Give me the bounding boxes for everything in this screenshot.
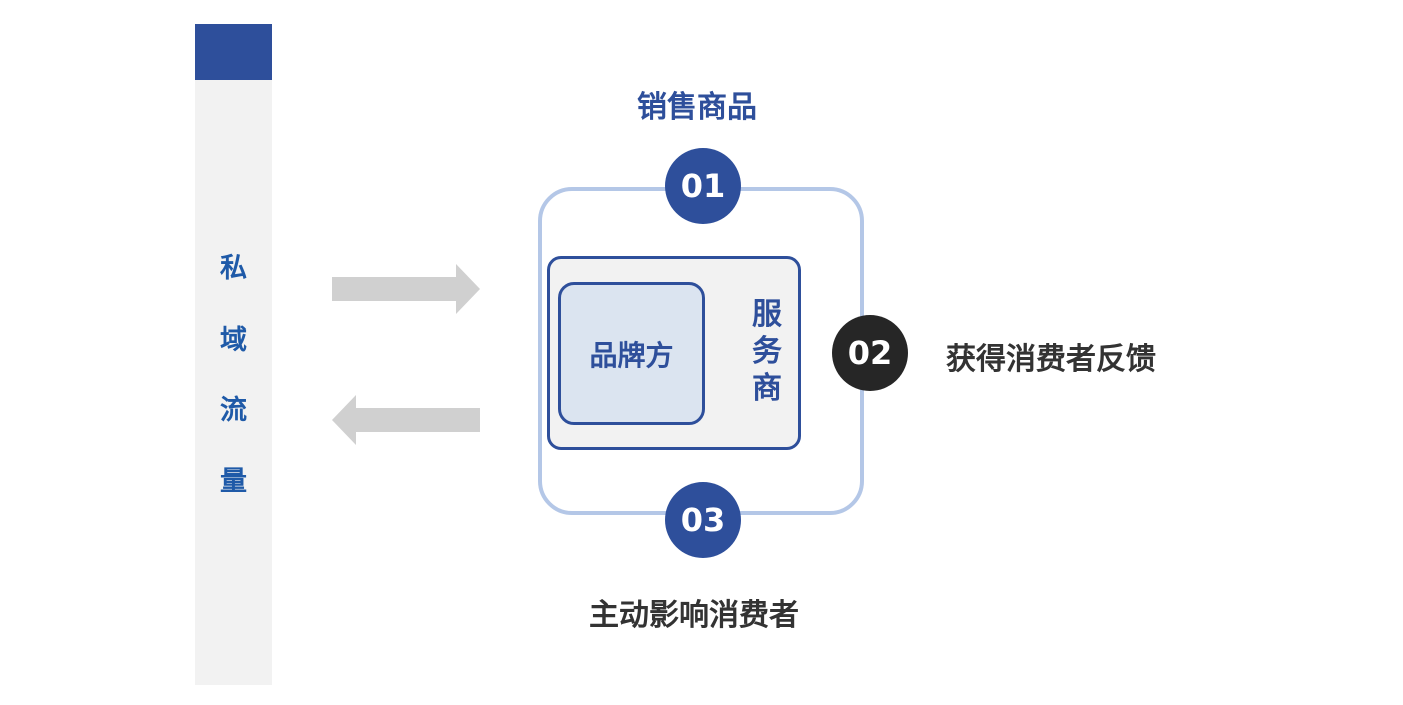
panel-char-4: 量: [220, 466, 247, 497]
brand-box: 品牌方: [558, 282, 705, 425]
right-arrow-icon: [332, 264, 480, 314]
panel-char-2: 域: [220, 325, 247, 356]
step-02-label: 获得消费者反馈: [946, 342, 1156, 377]
step-03-badge: 03: [665, 482, 741, 558]
brand-label: 品牌方: [589, 338, 674, 372]
panel-char-3: 流: [220, 395, 247, 426]
step-01-badge: 01: [665, 148, 741, 224]
service-provider-label: 服务商: [752, 297, 782, 406]
step-01-label: 销售商品: [637, 90, 757, 125]
panel-header-bar: [195, 24, 272, 80]
private-traffic-panel: [195, 24, 272, 685]
step-02-badge: 02: [832, 315, 908, 391]
step-03-label: 主动影响消费者: [589, 598, 799, 633]
panel-char-1: 私: [220, 253, 247, 284]
left-arrow-icon: [332, 395, 480, 445]
